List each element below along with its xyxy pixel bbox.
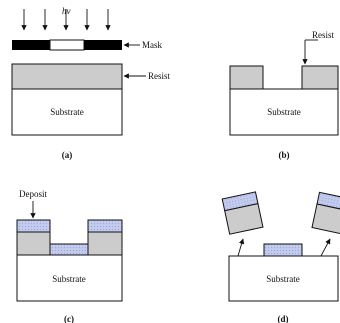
substrate-label: Substrate xyxy=(52,274,86,284)
lift-arrow-right xyxy=(320,238,331,257)
light-label: hν xyxy=(62,6,71,16)
deposit-top-right xyxy=(87,219,123,233)
substrate xyxy=(11,88,123,136)
resist-label: Resist xyxy=(148,71,171,81)
resist-block-left xyxy=(16,231,51,256)
lifted-block-right xyxy=(311,191,340,236)
light-arrows xyxy=(21,9,111,31)
panel-a: hν Mask Resist Substrate (a) xyxy=(11,6,171,160)
deposit-center xyxy=(49,243,89,256)
lifted-block-left xyxy=(221,191,264,235)
substrate-label: Substrate xyxy=(50,107,84,117)
resist-block-right xyxy=(87,231,123,256)
substrate xyxy=(229,88,339,136)
substrate-label: Substrate xyxy=(266,274,300,284)
substrate-label: Substrate xyxy=(267,107,301,117)
mask xyxy=(12,39,122,51)
deposit-label: Deposit xyxy=(19,189,47,199)
caption-b: (b) xyxy=(279,150,290,160)
resist-lifted-left xyxy=(224,203,264,235)
resist-block-left xyxy=(229,65,264,90)
deposit-remaining xyxy=(263,243,303,257)
caption-c: (c) xyxy=(64,314,74,323)
caption-d: (d) xyxy=(278,314,289,323)
resist-block-right xyxy=(301,65,339,90)
resist-lifted-right xyxy=(311,203,340,236)
resist-label: Resist xyxy=(312,30,335,40)
resist-layer xyxy=(11,63,123,90)
mask-label: Mask xyxy=(142,40,162,50)
caption-a: (a) xyxy=(62,150,73,160)
lift-arrow-left xyxy=(237,238,245,257)
panel-d: Substrate (d) xyxy=(221,191,340,323)
deposit-top-left xyxy=(16,219,51,233)
panel-b: Resist Substrate (b) xyxy=(229,30,339,160)
substrate xyxy=(16,254,123,302)
panel-c: Deposit Substrate (c) xyxy=(16,189,123,323)
substrate xyxy=(228,255,339,302)
